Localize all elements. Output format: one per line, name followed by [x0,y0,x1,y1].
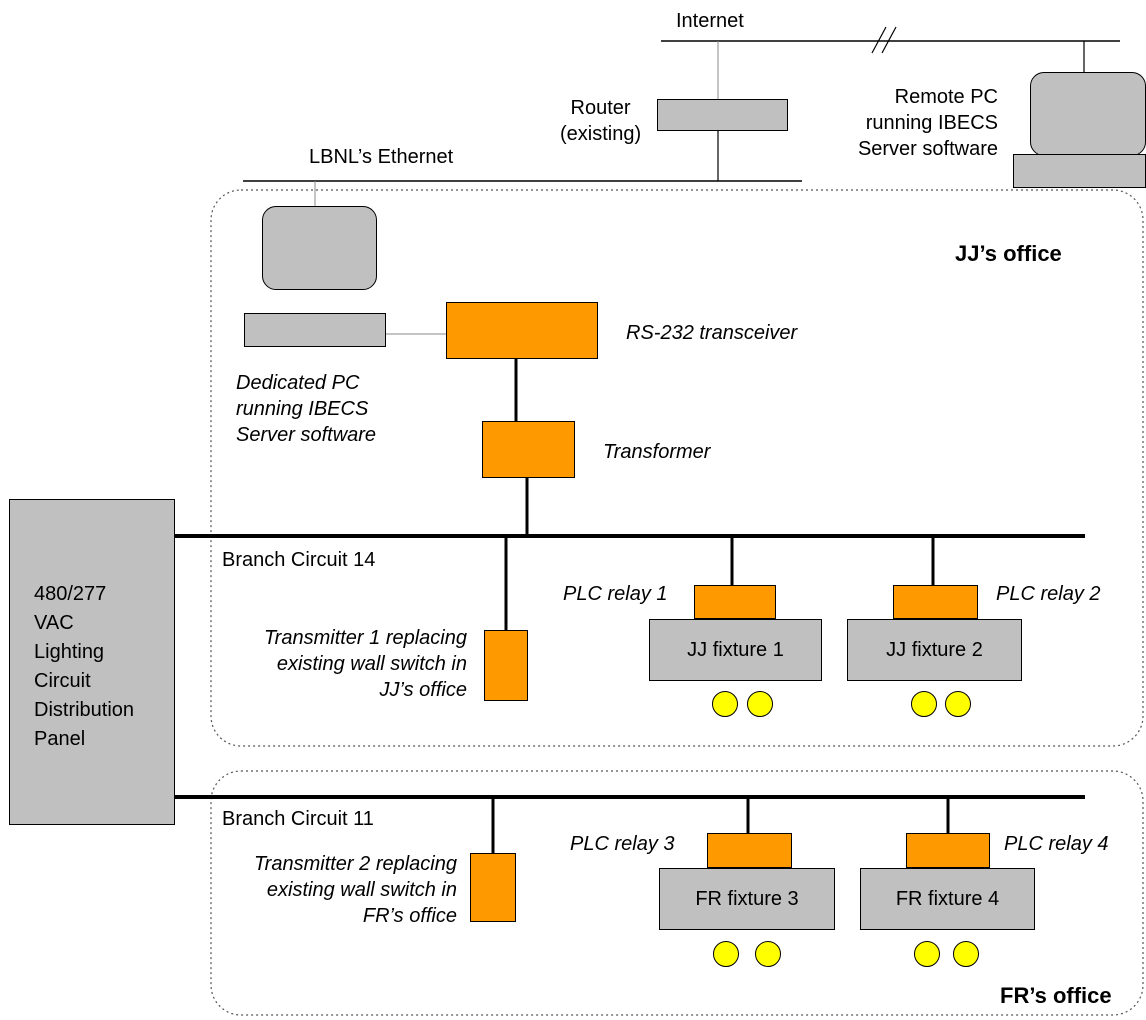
plc-relay-3-box [707,833,792,868]
lamp-icon [911,691,937,717]
jj-fixture-2: JJ fixture 2 [847,619,1022,681]
dedicated-pc-label: Dedicated PC running IBECS Server softwa… [236,372,377,446]
plc-relay-4-label: PLC relay 4 [1004,833,1109,855]
lamp-icon [747,691,773,717]
remote-pc-label: Remote PC running IBECS Server software [857,86,998,160]
branch-circuit-11-label: Branch Circuit 11 [222,808,374,830]
plc-relay-4-box [906,833,990,868]
dedicated-pc-base-icon [244,313,386,347]
transmitter-2-label: Transmitter 2 replacing existing wall sw… [253,853,457,927]
lamp-icon [712,691,738,717]
fr-fixture-4: FR fixture 4 [860,868,1035,930]
jj-office-boundary [210,189,1144,747]
branch-circuit-14-label: Branch Circuit 14 [222,549,376,571]
plc-relay-2-label: PLC relay 2 [996,583,1101,605]
distribution-panel-box [9,499,175,825]
router-label: Router (existing) [560,97,642,145]
lamp-icon [713,941,739,967]
remote-pc-base-icon [1013,154,1146,188]
dedicated-pc-monitor-icon [262,206,377,290]
lamp-icon [755,941,781,967]
fr-fixture-3: FR fixture 3 [659,868,835,930]
plc-relay-3-label: PLC relay 3 [570,833,675,855]
plc-relay-2-box [893,585,978,619]
transmitter-1-label: Transmitter 1 replacing existing wall sw… [263,627,467,701]
transceiver-label: RS-232 transceiver [626,322,798,344]
internet-break-mark-1 [871,26,887,54]
jj-office-title: JJ’s office [955,241,1062,266]
transformer-box [482,421,575,478]
plc-relay-1-label: PLC relay 1 [563,583,668,605]
lamp-icon [953,941,979,967]
lamp-icon [914,941,940,967]
transmitter-2-box [470,853,516,922]
jj-fixture-1: JJ fixture 1 [649,619,822,681]
plc-relay-1-box [694,585,776,619]
internet-break-mark-2 [881,26,897,54]
fr-office-title: FR’s office [1000,983,1112,1008]
transformer-label: Transformer [603,441,711,463]
ethernet-label: LBNL’s Ethernet [309,146,454,168]
rs232-transceiver-box [446,302,598,359]
remote-pc-monitor-icon [1030,72,1146,156]
distribution-panel-label: 480/277 VAC Lighting Circuit Distributio… [34,583,135,750]
router-box [657,99,788,131]
internet-label: Internet [676,10,744,32]
lamp-icon [945,691,971,717]
fr-office-boundary [210,770,1144,1016]
transmitter-1-box [484,630,528,701]
